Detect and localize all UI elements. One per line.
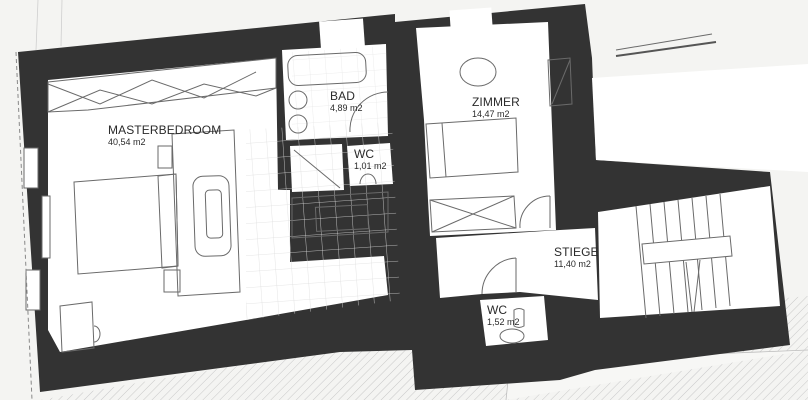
room-area: 1,52 m2	[487, 317, 520, 327]
room-area: 1,01 m2	[354, 161, 387, 171]
room-label-masterbedroom: MASTERBEDROOM 40,54 m2	[108, 124, 221, 147]
room-name: ZIMMER	[472, 95, 520, 109]
room-area: 4,89 m2	[330, 103, 363, 113]
room-label-bad: BAD 4,89 m2	[330, 90, 363, 113]
fixtures	[47, 33, 733, 353]
room-label-wc-lower: WC 1,52 m2	[487, 304, 520, 327]
room-name: BAD	[330, 89, 355, 103]
staircase	[635, 193, 733, 319]
tile-floor	[236, 122, 400, 320]
room-name: WC	[354, 147, 375, 161]
room-area: 40,54 m2	[108, 137, 146, 147]
room-name: STIEGE	[554, 245, 599, 259]
left-windows	[15, 51, 51, 400]
room-name: MASTERBEDROOM	[108, 123, 222, 137]
room-label-zimmer: ZIMMER 14,47 m2	[472, 96, 520, 119]
room-label-wc-upper: WC 1,01 m2	[354, 148, 387, 171]
room-area: 14,47 m2	[472, 109, 510, 119]
room-name: WC	[487, 303, 508, 317]
room-label-stiege: STIEGE 11,40 m2	[554, 246, 599, 269]
room-area: 11,40 m2	[554, 259, 591, 269]
